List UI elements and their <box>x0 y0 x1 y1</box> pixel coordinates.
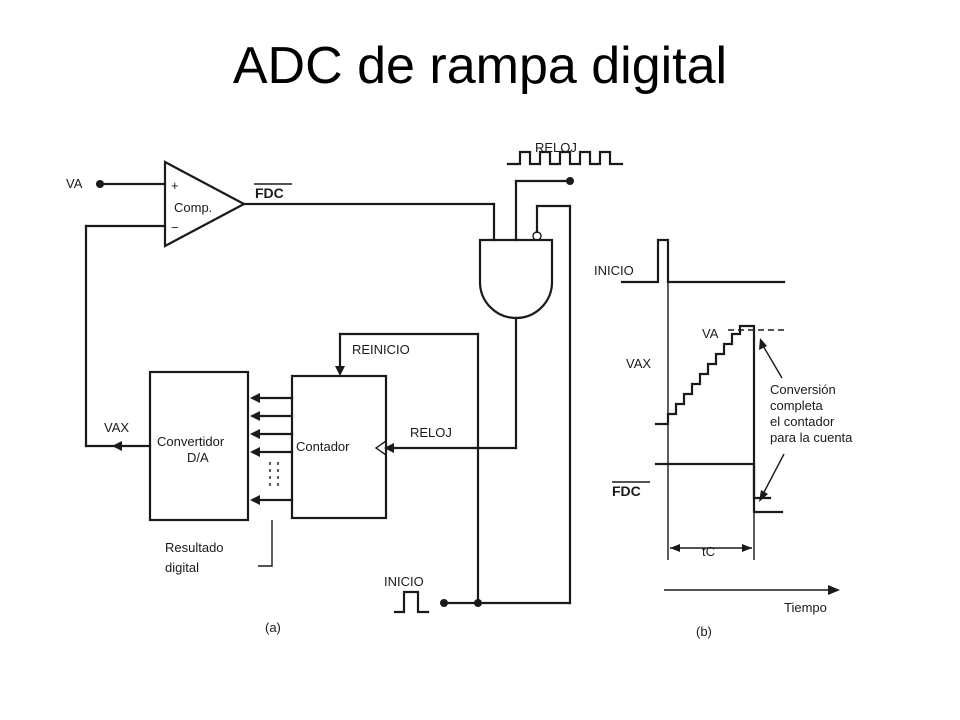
slide-title: ADC de rampa digital <box>232 37 728 95</box>
timing-start-label: INICIO <box>594 263 634 278</box>
counter-block <box>290 374 388 520</box>
counter-label: Contador <box>296 439 350 454</box>
tc-label: tC <box>702 544 715 559</box>
timing-fdc-label: FDC <box>612 483 641 499</box>
clock-waveform <box>506 150 624 166</box>
note-1: Conversión <box>770 382 836 397</box>
clock-counter-label: RELOJ <box>410 425 452 440</box>
caption-a: (a) <box>265 620 281 635</box>
timing-va-label: VA <box>702 326 719 341</box>
reset-label: REINICIO <box>352 342 410 357</box>
comp-minus: − <box>171 220 179 235</box>
fdc-label: FDC <box>255 185 284 201</box>
time-label: Tiempo <box>784 600 827 615</box>
digital-result-1: Resultado <box>165 540 224 555</box>
and-gate <box>478 238 554 320</box>
dac-label-1: Convertidor <box>157 434 225 449</box>
vax-label: VAX <box>104 420 129 435</box>
comparator <box>163 160 247 248</box>
timing-vax-label: VAX <box>626 356 651 371</box>
caption-b: (b) <box>696 624 712 639</box>
note-3: el contador <box>770 414 835 429</box>
comp-plus: + <box>171 178 179 193</box>
start-label: INICIO <box>384 574 424 589</box>
timing-start-wave <box>620 238 786 284</box>
note-2: completa <box>770 398 824 413</box>
va-label: VA <box>66 176 83 191</box>
start-pulse <box>393 590 430 614</box>
staircase <box>654 324 772 500</box>
note-4: para la cuenta <box>770 430 853 445</box>
dac-label-2: D/A <box>187 450 209 465</box>
dac-block <box>148 370 250 522</box>
comparator-label: Comp. <box>174 200 212 215</box>
digital-result-2: digital <box>165 560 199 575</box>
data-bus <box>250 393 294 505</box>
timing-fdc-wave <box>654 462 784 514</box>
